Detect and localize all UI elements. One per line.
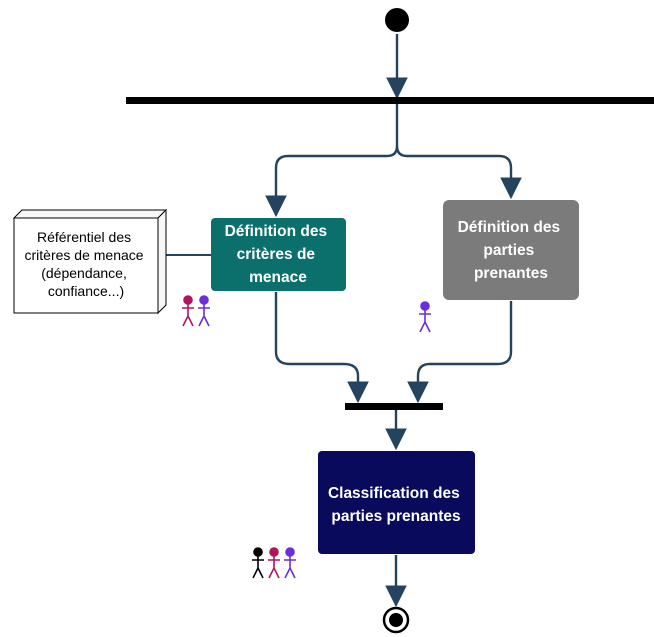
activity-classification: Classification des parties prenantes	[318, 451, 475, 554]
svg-text:Référentiel des critères: Référentiel des critères de menace (dépe…	[25, 229, 148, 299]
svg-text:Classification des parti: Classification des parties prenantes	[328, 485, 464, 525]
edge-fork-to-criteres	[265, 104, 399, 218]
fork-bar	[126, 97, 654, 104]
note-line-3: (dépendance,	[41, 265, 127, 281]
criteres-line-2: critères de	[237, 246, 316, 263]
svg-text:Définition des parties: Définition des parties prenantes	[458, 219, 565, 282]
note-line-2: critères de menace	[25, 247, 144, 263]
parties-line-2: parties	[483, 242, 534, 259]
join-bar	[345, 403, 443, 410]
actor-icon	[284, 547, 296, 579]
note-line-1: Référentiel des	[37, 229, 131, 245]
classification-line-2: parties prenantes	[331, 508, 460, 525]
actor-icon	[268, 547, 280, 579]
note-referentiel: Référentiel des critères de menace (dépe…	[12, 208, 168, 315]
end-node	[382, 606, 410, 634]
edge-criteres-to-join	[274, 292, 369, 404]
edge-parties-to-join	[407, 301, 513, 404]
parties-line-1: Définition des	[458, 219, 560, 236]
edges	[265, 34, 522, 608]
actors	[182, 295, 431, 579]
start-node	[385, 8, 409, 32]
actor-icon	[252, 547, 264, 579]
classification-line-1: Classification des	[328, 485, 460, 502]
actor-icon	[419, 301, 431, 333]
note-line-4: confiance...)	[48, 283, 124, 299]
criteres-line-1: Définition des	[225, 223, 327, 240]
activity-definition-criteres: Définition des critères de menace	[211, 218, 346, 291]
svg-text:Définition des critères: Définition des critères de menace	[225, 223, 332, 286]
criteres-line-3: menace	[249, 269, 307, 286]
activity-definition-parties: Définition des parties prenantes	[443, 200, 579, 300]
parties-line-3: prenantes	[474, 265, 548, 282]
actor-icon	[182, 295, 194, 327]
edge-fork-to-parties	[395, 145, 522, 200]
actor-icon	[198, 295, 210, 327]
